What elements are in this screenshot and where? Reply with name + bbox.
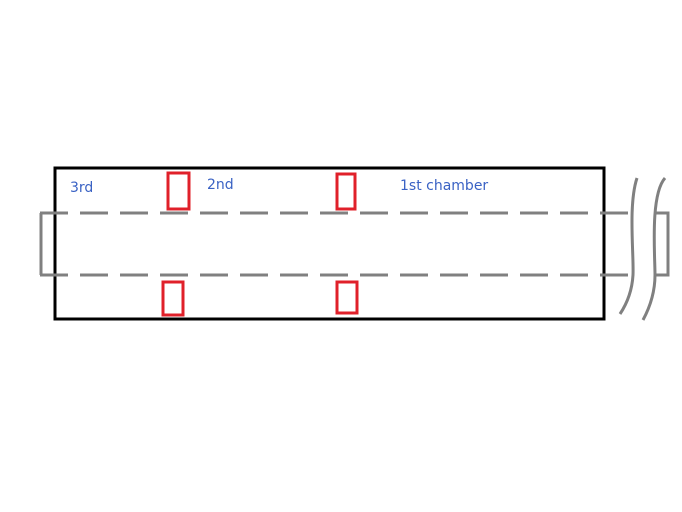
seal-lower-left [161, 280, 185, 317]
shaft-right-end [655, 211, 670, 277]
break-mark-right [641, 177, 667, 321]
label-first-chamber: 1st chamber [400, 178, 488, 194]
label-second-chamber: 2nd [207, 177, 234, 193]
seal-upper-left [166, 171, 191, 211]
outer-chamber-box [53, 166, 606, 321]
seal-upper-right [335, 172, 357, 211]
label-third-chamber: 3rd [70, 180, 93, 196]
seal-lower-right [335, 280, 359, 315]
break-mark-left [618, 177, 639, 315]
